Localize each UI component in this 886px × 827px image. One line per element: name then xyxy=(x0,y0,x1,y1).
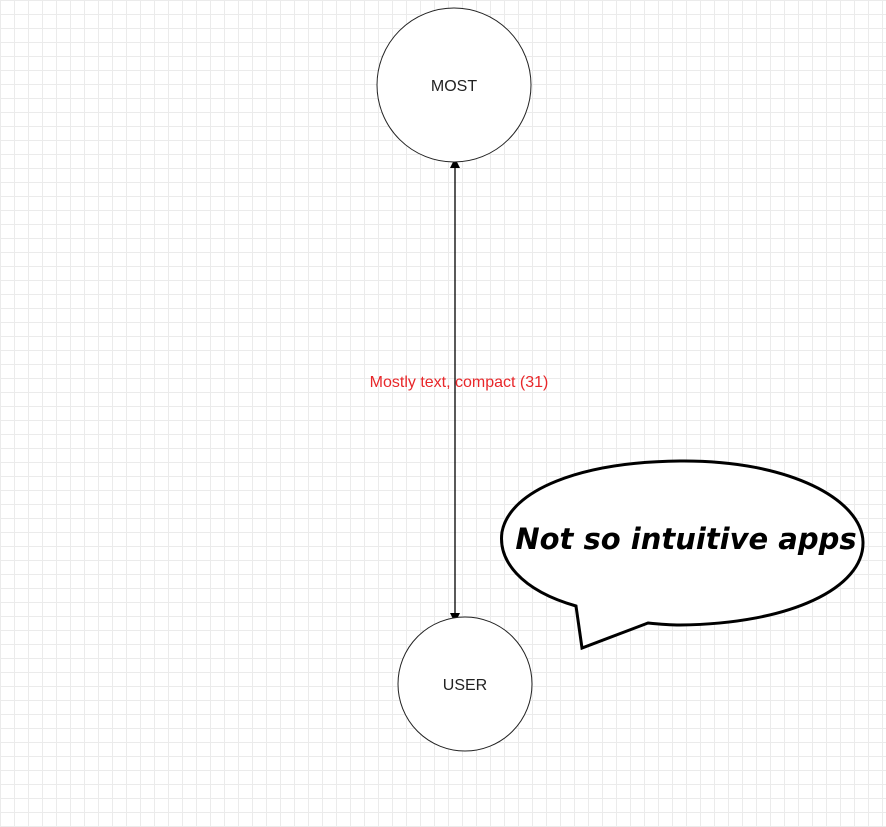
callout-bubble[interactable]: Not so intuitive apps xyxy=(500,459,865,651)
node-user[interactable]: USER xyxy=(397,616,533,752)
node-user-circle[interactable] xyxy=(397,616,533,752)
callout-text: Not so intuitive apps xyxy=(515,522,856,556)
node-most[interactable]: MOST xyxy=(376,7,532,163)
node-most-circle[interactable] xyxy=(376,7,532,163)
callout-bubble-shape[interactable] xyxy=(500,459,865,651)
node-most-label: MOST xyxy=(431,78,477,95)
node-user-label: USER xyxy=(443,677,487,694)
edge-label[interactable]: Mostly text, compact (31) xyxy=(370,374,549,391)
